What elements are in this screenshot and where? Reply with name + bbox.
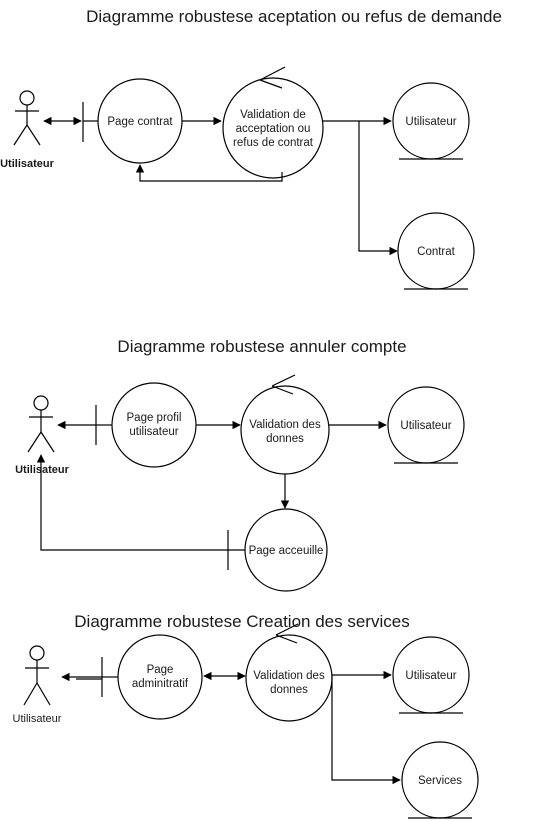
link-home-actor-2 <box>36 454 228 551</box>
diagram-1: Diagramme robustese aceptation ou refus … <box>0 7 502 290</box>
control-validation-3[interactable]: Validation des donnes <box>245 623 333 722</box>
boundary-home-label: Page acceuille <box>249 545 324 557</box>
entity-utilisateur-1[interactable]: Utilisateur <box>392 82 470 160</box>
diagram-3: Diagramme robustese Creation des service… <box>13 612 479 819</box>
entity-utilisateur-3[interactable]: Utilisateur <box>392 636 470 714</box>
control-label-1c: refus de contrat <box>233 137 314 149</box>
control-label-1b: acceptation ou <box>236 123 311 135</box>
entity-services-label: Services <box>418 775 462 787</box>
control-label-3b: donnes <box>270 684 308 696</box>
link-control-boundary-return-1 <box>135 164 283 182</box>
diagram-3-title: Diagramme robustese Creation des service… <box>74 612 409 631</box>
actor-label-3: Utilisateur <box>13 713 62 725</box>
entity-contrat-label: Contrat <box>417 246 456 258</box>
boundary-page-contrat[interactable]: Page contrat <box>82 78 183 164</box>
entity-contrat[interactable]: Contrat <box>397 212 475 290</box>
boundary-label-1: Page contrat <box>107 116 173 128</box>
boundary-label-2b: utilisateur <box>129 426 178 438</box>
entity-utilisateur-2[interactable]: Utilisateur <box>387 386 465 464</box>
control-validation-contrat[interactable]: Validation de acceptation ou refus de co… <box>222 66 324 179</box>
actor-figure-1[interactable] <box>13 90 41 146</box>
control-validation-2[interactable]: Validation des donnes <box>240 374 330 475</box>
control-label-2b: donnes <box>266 433 304 445</box>
boundary-page-admin[interactable]: Page adminitratif <box>101 634 203 720</box>
boundary-label-3b: adminitratif <box>132 678 189 690</box>
diagram-2-title: Diagramme robustese annuler compte <box>117 337 406 356</box>
entity-user-label-3: Utilisateur <box>405 670 456 682</box>
actor-label-2: Utilisateur <box>15 464 70 476</box>
link-control-contrat-1 <box>358 121 398 256</box>
entity-user-label-2: Utilisateur <box>400 420 451 432</box>
actor-figure-3[interactable] <box>23 645 51 706</box>
actor-label-1: Utilisateur <box>0 158 55 170</box>
link-control-services-3 <box>331 675 401 785</box>
actor-figure-2[interactable] <box>27 395 55 453</box>
control-label-2a: Validation des <box>249 419 321 431</box>
diagram-1-title: Diagramme robustese aceptation ou refus … <box>86 7 502 26</box>
boundary-page-acceuille[interactable]: Page acceuille <box>227 508 328 592</box>
boundary-page-profil[interactable]: Page profil utilisateur <box>95 382 197 468</box>
entity-services[interactable]: Services <box>401 741 479 819</box>
control-label-1a: Validation de <box>240 109 306 121</box>
control-label-3a: Validation des <box>253 670 325 682</box>
boundary-label-3a: Page <box>147 664 174 676</box>
entity-user-label-1: Utilisateur <box>405 116 456 128</box>
diagram-2: Diagramme robustese annuler compte Utili… <box>15 337 465 592</box>
boundary-label-2a: Page profil <box>127 412 182 424</box>
